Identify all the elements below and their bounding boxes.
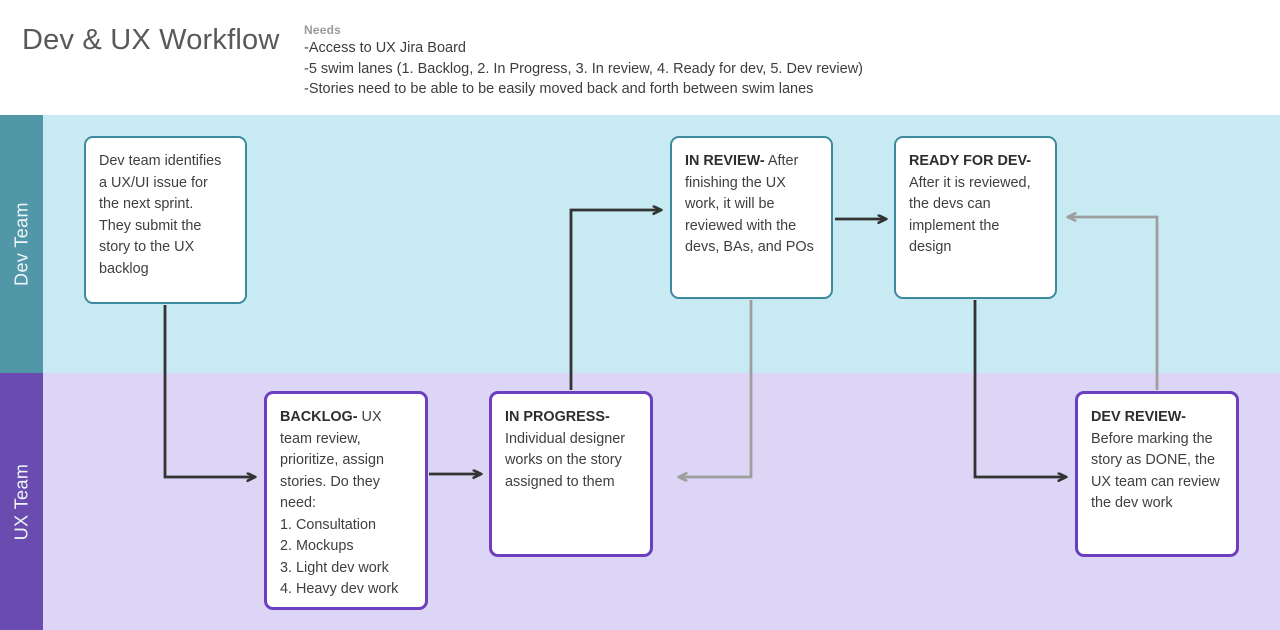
page-title: Dev & UX Workflow — [22, 24, 280, 56]
node-ready-for-dev-title: READY FOR DEV- — [909, 153, 1032, 169]
node-dev-identify[interactable]: Dev team identifies a UX/UI issue for th… — [84, 136, 247, 304]
needs-line-3: -Stories need to be able to be easily mo… — [304, 81, 814, 97]
node-backlog[interactable]: BACKLOG- UX team review, prioritize, ass… — [264, 391, 428, 610]
header: Dev & UX Workflow Needs -Access to UX Ji… — [0, 0, 1280, 115]
node-dev-review[interactable]: DEV REVIEW- Before marking the story as … — [1075, 391, 1239, 557]
node-dev-identify-body: Dev team identifies a UX/UI issue for th… — [99, 153, 222, 277]
node-in-review[interactable]: IN REVIEW- After finishing the UX work, … — [670, 136, 833, 299]
node-dev-review-title: DEV REVIEW- — [1091, 409, 1186, 425]
swimlane-header-ux-team: UX Team — [0, 373, 43, 630]
needs-line-2: -5 swim lanes (1. Backlog, 2. In Progres… — [304, 60, 864, 77]
node-backlog-title: BACKLOG- — [280, 409, 358, 425]
node-in-review-body: After finishing the UX work, it will be … — [685, 153, 814, 255]
swimlane-label-ux-team: UX Team — [11, 463, 31, 540]
node-ready-for-dev-body: After it is reviewed, the devs can imple… — [909, 174, 1031, 256]
needs-block: Needs -Access to UX Jira Board -5 swim l… — [304, 22, 924, 100]
needs-label: Needs — [304, 23, 342, 37]
swimlane-label-dev-team: Dev Team — [11, 202, 31, 286]
node-in-review-title: IN REVIEW- — [685, 153, 765, 169]
needs-line-1: -Access to UX Jira Board — [304, 40, 466, 56]
node-ready-for-dev[interactable]: READY FOR DEV- After it is reviewed, the… — [894, 136, 1057, 299]
node-in-progress[interactable]: IN PROGRESS- Individual designer works o… — [489, 391, 653, 557]
node-dev-review-body: Before marking the story as DONE, the UX… — [1091, 430, 1220, 512]
node-in-progress-title: IN PROGRESS- — [505, 409, 610, 425]
swimlane-header-dev-team: Dev Team — [0, 115, 43, 373]
node-in-progress-body: Individual designer works on the story a… — [505, 430, 626, 490]
node-backlog-body: UX team review, prioritize, assign stori… — [280, 409, 399, 597]
